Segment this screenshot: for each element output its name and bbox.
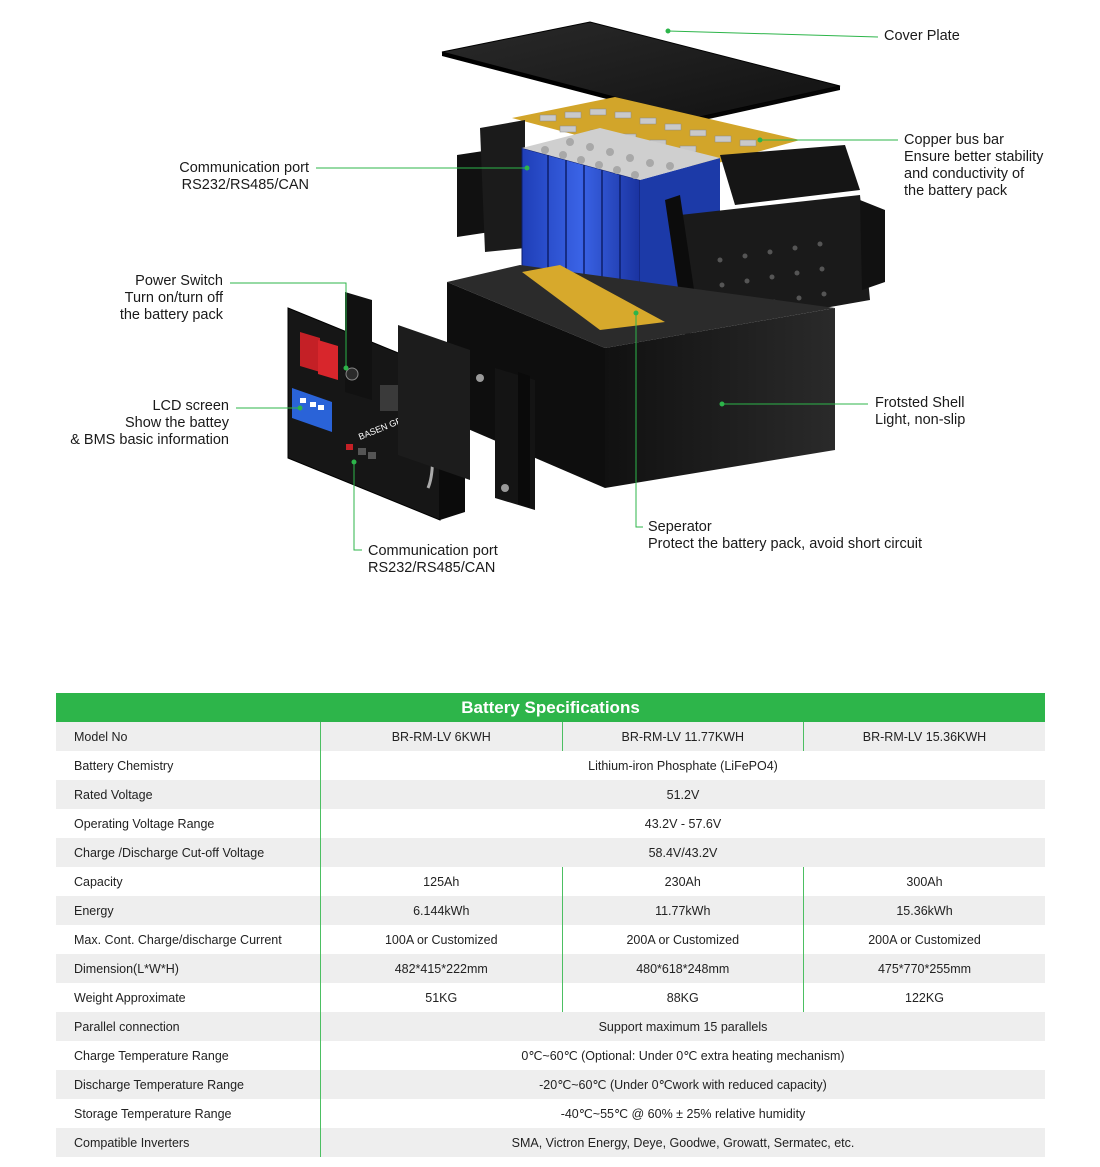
spec-value: 6.144kWh xyxy=(320,896,563,925)
side-bracket-left xyxy=(457,120,525,252)
spec-label: Operating Voltage Range xyxy=(56,809,321,838)
callout-power-detail-1: Turn on/turn off xyxy=(124,290,223,306)
spec-label: Dimension(L*W*H) xyxy=(56,954,321,983)
model-no-label: Model No xyxy=(56,722,321,751)
spec-value: 43.2V - 57.6V xyxy=(320,809,1045,838)
callout-lcd-title: LCD screen xyxy=(152,398,229,414)
callout-comm-bottom-title: Communication port xyxy=(368,543,498,559)
callout-copper-detail-3: the battery pack xyxy=(904,183,1008,199)
callout-cover-plate-title: Cover Plate xyxy=(884,28,960,44)
callout-shell-detail: Light, non-slip xyxy=(875,412,966,428)
spec-value: 230Ah xyxy=(562,867,804,896)
model-6kwh: BR-RM-LV 6KWH xyxy=(320,722,563,751)
callout-lines xyxy=(230,28,898,551)
spec-label: Rated Voltage xyxy=(56,780,321,809)
spec-value: 480*618*248mm xyxy=(562,954,804,983)
spec-label: Parallel connection xyxy=(56,1012,321,1041)
callout-lcd-detail-1: Show the battey xyxy=(125,415,229,431)
callout-shell-title: Frotsted Shell xyxy=(875,395,965,411)
callout-separator: Seperator Protect the battery pack, avoi… xyxy=(648,519,922,553)
spec-label: Weight Approximate xyxy=(56,983,321,1012)
spec-label: Max. Cont. Charge/discharge Current xyxy=(56,925,321,954)
callout-frosted-shell: Frotsted Shell Light, non-slip xyxy=(875,395,965,429)
callout-power-title: Power Switch xyxy=(135,273,223,289)
spec-label: Capacity xyxy=(56,867,321,896)
table-row: Discharge Temperature Range-20℃~60℃ (Und… xyxy=(56,1070,1045,1099)
callout-power-switch: Power Switch Turn on/turn off the batter… xyxy=(120,273,223,324)
table-row: Storage Temperature Range-40℃~55℃ @ 60% … xyxy=(56,1099,1045,1128)
spec-label: Compatible Inverters xyxy=(56,1128,321,1157)
spec-value: SMA, Victron Energy, Deye, Goodwe, Growa… xyxy=(320,1128,1045,1157)
spec-label: Charge Temperature Range xyxy=(56,1041,321,1070)
callout-power-detail-2: the battery pack xyxy=(119,307,223,323)
callout-communication-port-bottom: Communication port RS232/RS485/CAN xyxy=(368,543,498,577)
spec-value: 15.36kWh xyxy=(803,896,1045,925)
spec-value: 482*415*222mm xyxy=(320,954,563,983)
frosted-shell xyxy=(447,265,835,488)
callout-lcd-screen: LCD screen Show the battey & BMS basic i… xyxy=(70,398,229,449)
spec-value: 58.4V/43.2V xyxy=(320,838,1045,867)
mounting-ears xyxy=(398,325,535,510)
spec-label: Storage Temperature Range xyxy=(56,1099,321,1128)
callout-comm-top-detail: RS232/RS485/CAN xyxy=(181,177,309,193)
spec-label: Discharge Temperature Range xyxy=(56,1070,321,1099)
spec-value: Lithium-iron Phosphate (LiFePO4) xyxy=(320,751,1045,780)
spec-value: Support maximum 15 parallels xyxy=(320,1012,1045,1041)
spec-label: Battery Chemistry xyxy=(56,751,321,780)
spec-label: Charge /Discharge Cut-off Voltage xyxy=(56,838,321,867)
spec-value: 475*770*255mm xyxy=(803,954,1045,983)
callout-lcd-detail-2: & BMS basic information xyxy=(70,432,229,448)
battery-specifications-table: Battery Specifications Model No BR-RM-LV… xyxy=(56,693,1045,1157)
callout-comm-top-title: Communication port xyxy=(179,160,309,176)
callout-copper-detail-1: Ensure better stability xyxy=(904,149,1044,165)
spec-value: 51KG xyxy=(320,983,563,1012)
spec-label: Energy xyxy=(56,896,321,925)
battery-exploded-diagram: BASEN GREEN xyxy=(70,21,1043,577)
callout-copper-detail-2: and conductivity of xyxy=(904,166,1025,182)
spec-value: 125Ah xyxy=(320,867,563,896)
model-11-77kwh: BR-RM-LV 11.77KWH xyxy=(562,722,804,751)
callout-separator-detail: Protect the battery pack, avoid short ci… xyxy=(648,536,923,552)
spec-value: 11.77kWh xyxy=(562,896,804,925)
model-15-36kwh: BR-RM-LV 15.36KWH xyxy=(803,722,1045,751)
battery-illustration: BASEN GREEN xyxy=(230,21,898,551)
spec-value: 122KG xyxy=(803,983,1045,1012)
callout-copper-bus-bar: Copper bus bar Ensure better stability a… xyxy=(904,132,1043,200)
callout-separator-title: Seperator xyxy=(648,519,712,535)
specs-title: Battery Specifications xyxy=(56,693,1045,722)
callout-cover-plate: Cover Plate xyxy=(884,28,960,45)
spec-value: 88KG xyxy=(562,983,804,1012)
spec-value: 51.2V xyxy=(320,780,1045,809)
callout-comm-bottom-detail: RS232/RS485/CAN xyxy=(368,560,496,576)
callout-communication-port-top: Communication port RS232/RS485/CAN xyxy=(179,160,309,194)
spec-value: 100A or Customized xyxy=(320,925,563,954)
callout-copper-title: Copper bus bar xyxy=(904,132,1004,148)
spec-value: 300Ah xyxy=(803,867,1045,896)
table-header-row: Model No BR-RM-LV 6KWH BR-RM-LV 11.77KWH… xyxy=(56,722,1045,751)
spec-value: 200A or Customized xyxy=(803,925,1045,954)
specs-grid: Model No BR-RM-LV 6KWH BR-RM-LV 11.77KWH… xyxy=(56,722,1045,1157)
spec-value: 200A or Customized xyxy=(562,925,804,954)
spec-value: -20℃~60℃ (Under 0℃work with reduced capa… xyxy=(320,1070,1045,1099)
spec-value: -40℃~55℃ @ 60% ± 25% relative humidity xyxy=(320,1099,1045,1128)
spec-value: 0℃~60℃ (Optional: Under 0℃ extra heating… xyxy=(320,1041,1045,1070)
